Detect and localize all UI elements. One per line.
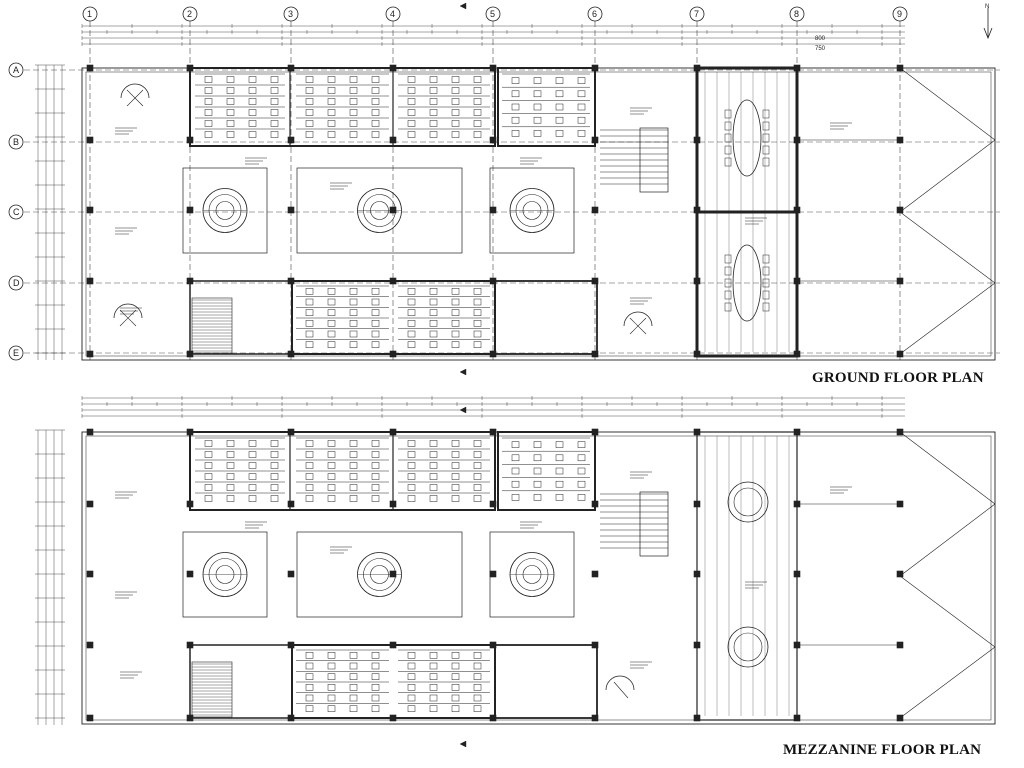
mezzanine-floor-plan-title: MEZZANINE FLOOR PLAN: [783, 742, 982, 758]
dimension-value: 750: [815, 46, 826, 52]
grid-column-label: 5: [490, 9, 495, 19]
grid-bubble: [8, 345, 24, 361]
dimension-strings: [81, 396, 905, 418]
round-feature-icon: [357, 188, 402, 233]
toilet-fixtures: [296, 285, 389, 348]
grid-bubble: [8, 204, 24, 220]
grid-row-label: D: [13, 278, 20, 288]
toilet-fixtures: [296, 649, 389, 712]
grid-bubble: [8, 62, 24, 78]
stair-block: [191, 297, 233, 354]
toilet-fixtures: [195, 437, 285, 502]
room-annotations: [115, 471, 852, 679]
grid-bubble: [8, 134, 24, 150]
toilet-fixtures: [296, 437, 389, 502]
grid-column-label: 6: [592, 9, 597, 19]
revolving-door-icon: [623, 311, 653, 335]
ground-floor-plan-title: GROUND FLOOR PLAN: [812, 370, 984, 386]
grid-column-label: 2: [187, 9, 192, 19]
conference-area: [704, 436, 790, 716]
grid-column-label: 8: [794, 9, 799, 19]
toilet-fixtures: [398, 285, 490, 348]
grid-row-markers: A B C D E: [8, 62, 1000, 361]
right-wing: [797, 67, 996, 355]
round-feature-icon: [509, 552, 555, 597]
grid-column-label: 1: [87, 9, 92, 19]
grid-bubble: [8, 275, 24, 291]
round-feature-icon: [509, 188, 555, 233]
grid-row-label: E: [13, 348, 19, 358]
grid-column-label: 3: [288, 9, 293, 19]
toilet-fixtures: [502, 73, 590, 137]
grid-column-label: 7: [694, 9, 699, 19]
main-staircase: [600, 491, 669, 557]
dimension-strings: [81, 24, 905, 46]
mezzanine-floor-plan: [81, 428, 996, 725]
grid-column-label: 9: [897, 9, 902, 19]
toilet-fixtures: [398, 649, 490, 712]
central-hall: [182, 531, 575, 618]
grid-row-label: C: [13, 207, 20, 217]
toilet-fixtures: [398, 437, 490, 502]
right-wing: [797, 431, 996, 719]
ground-floor-plan: [81, 64, 996, 361]
left-dimension-chain: [35, 429, 65, 725]
toilet-fixtures: [195, 73, 285, 138]
toilet-fixtures: [398, 73, 490, 138]
north-label: N: [985, 4, 989, 10]
section-markers: [459, 2, 467, 748]
central-hall: [182, 167, 575, 254]
top-dimension-text: 800 750: [815, 36, 826, 52]
left-dimension-chain: [35, 64, 65, 360]
round-feature-icon: [357, 552, 402, 597]
round-feature-icon: [202, 188, 248, 233]
north-arrow-icon: N: [983, 4, 993, 40]
round-feature-icon: [202, 552, 248, 597]
stair-block: [191, 661, 233, 718]
toilet-fixtures: [502, 437, 590, 501]
grid-row-label: B: [13, 137, 19, 147]
main-staircase: [600, 127, 669, 193]
revolving-door-icon: [120, 83, 150, 107]
grid-column-label: 4: [390, 9, 395, 19]
conference-area: [704, 72, 790, 352]
revolving-door-icon: [605, 675, 635, 699]
grid-row-label: A: [13, 65, 19, 75]
room-annotations: [115, 107, 852, 315]
toilet-fixtures: [296, 73, 389, 138]
dimension-value: 800: [815, 36, 826, 42]
revolving-door-icon: [113, 303, 143, 327]
